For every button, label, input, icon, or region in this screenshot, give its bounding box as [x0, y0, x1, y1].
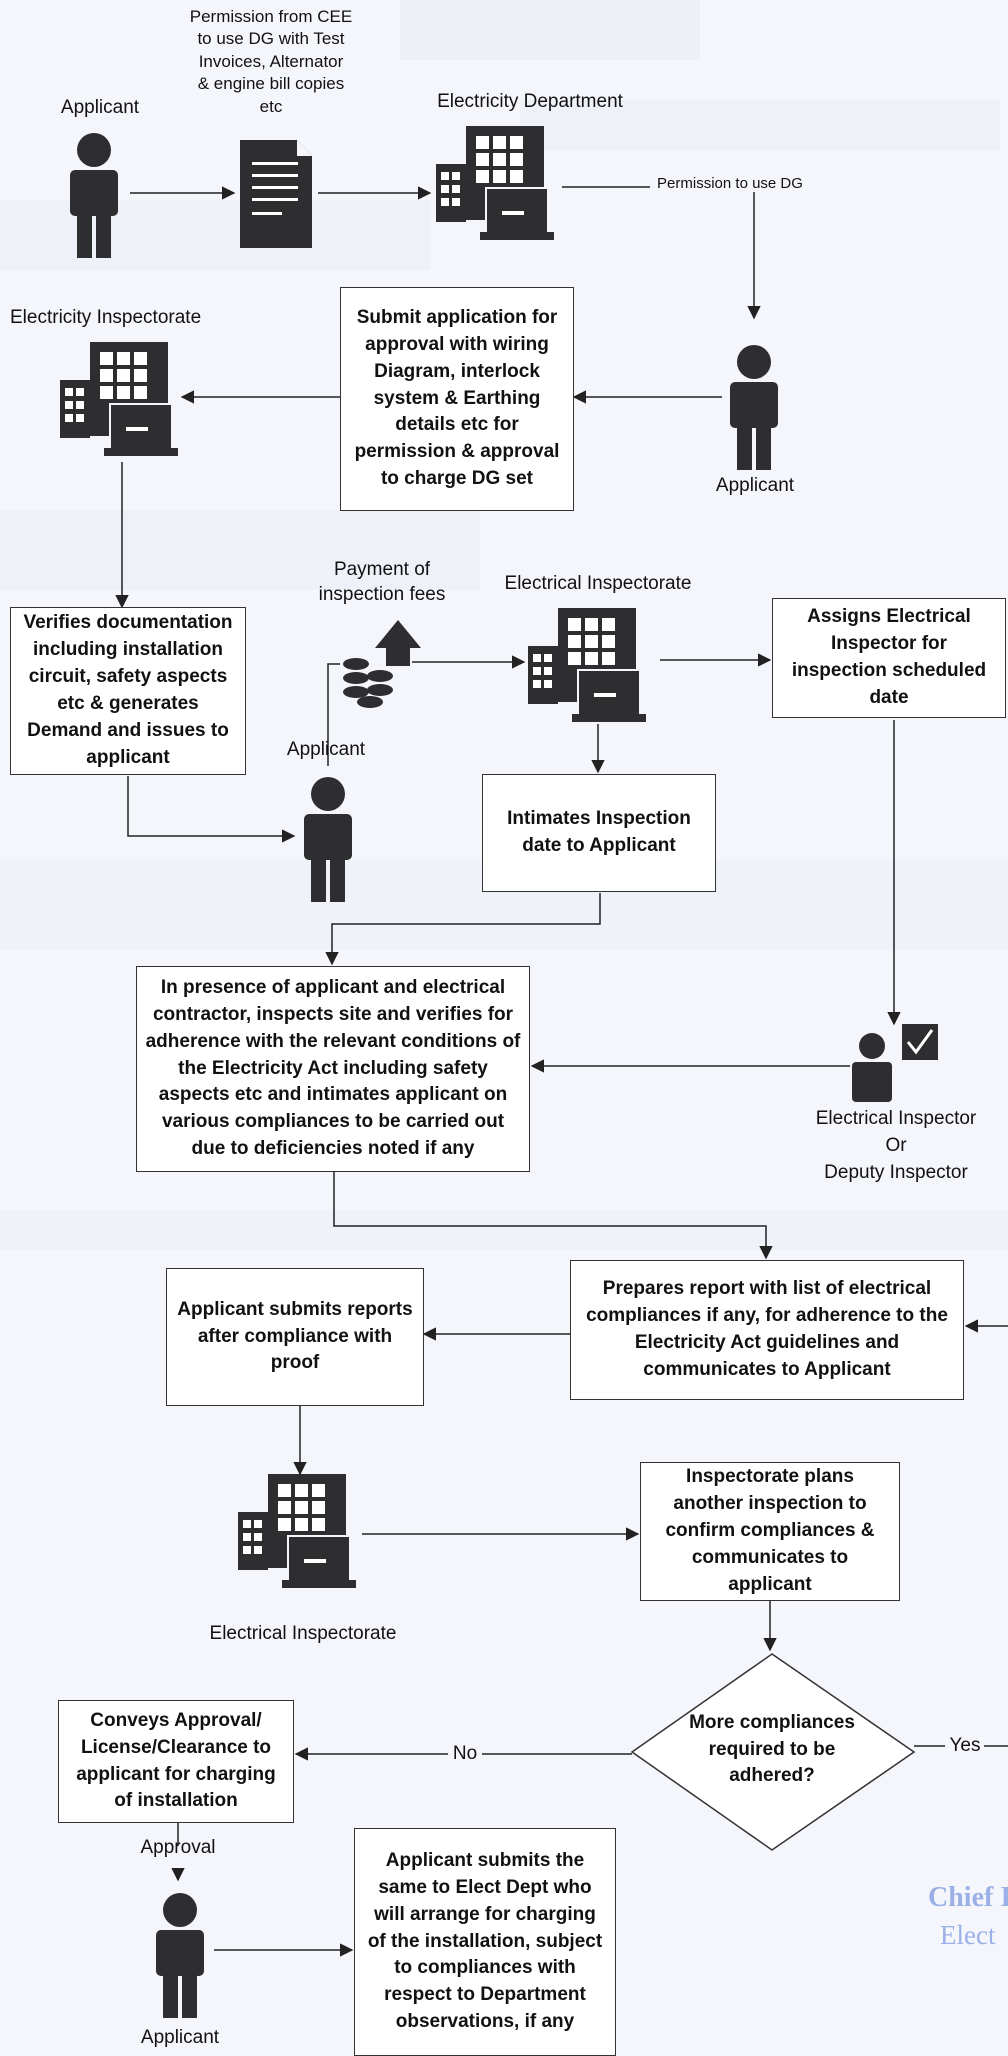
- permission-document-label: Permission from CEE to use DG with Test …: [189, 7, 353, 116]
- applicant-submits-reports-box: Applicant submits reports after complian…: [166, 1268, 424, 1406]
- verifies-documentation-box: Verifies documentation including install…: [10, 607, 246, 775]
- yes-label: Yes: [946, 1734, 984, 1759]
- decision-text: More compliances required to be adhered?: [689, 1712, 855, 1787]
- applicant-person-icon-4: [156, 1893, 204, 2018]
- electricity-department-label: Electricity Department: [437, 91, 623, 112]
- no-label: No: [448, 1742, 482, 1767]
- watermark-line-1: Chief I: [928, 1882, 1008, 1913]
- submits-to-elect-dept-box: Applicant submits the same to Elect Dept…: [354, 1828, 616, 2056]
- coins-payment-icon: [343, 620, 421, 708]
- conveys-approval-box: Conveys Approval/ License/Clearance to a…: [58, 1700, 294, 1823]
- connector-intimates-to-inspects: [325, 893, 601, 966]
- electrical-inspector-label: Electrical Inspector Or Deputy Inspector: [815, 1108, 977, 1183]
- connector-verifies-to-applicant: [127, 776, 296, 843]
- inspects-site-box: In presence of applicant and electrical …: [136, 966, 530, 1172]
- applicant-label-1: Applicant: [60, 97, 140, 118]
- electrical-inspectorate-building-icon-2: [237, 1473, 357, 1589]
- inspector-checklist-icon: [852, 1024, 938, 1102]
- document-icon: [240, 140, 312, 248]
- submit-application-box: Submit application for approval with wir…: [340, 287, 574, 511]
- prepares-report-box: Prepares report with list of electrical …: [570, 1260, 964, 1400]
- applicant-label-3: Applicant: [286, 739, 366, 760]
- connector-permission-to-applicant: [562, 186, 761, 320]
- applicant-person-icon-2: [730, 345, 778, 470]
- electricity-department-building-icon: [435, 125, 555, 241]
- intimates-date-box: Intimates Inspection date to Applicant: [482, 774, 716, 892]
- electrical-inspectorate-label-2: Electrical Inspectorate: [209, 1623, 397, 1644]
- connector-applicant-to-coins: [327, 663, 340, 766]
- assigns-inspector-box: Assigns Electrical Inspector for inspect…: [772, 598, 1006, 718]
- electrical-inspectorate-label-1: Electrical Inspectorate: [504, 573, 692, 594]
- decision-diamond: [630, 1653, 916, 1851]
- watermark-line-2: Elect: [940, 1920, 996, 1950]
- electrical-inspectorate-building-icon-1: [527, 607, 647, 723]
- permission-to-use-dg-label: Permission to use DG: [650, 175, 810, 192]
- payment-of-fees-label: Payment of inspection fees: [318, 559, 446, 605]
- applicant-label-2: Applicant: [715, 475, 795, 496]
- electricity-inspectorate-building-icon: [59, 341, 179, 457]
- applicant-label-4: Applicant: [140, 2027, 220, 2048]
- electricity-inspectorate-label: Electricity Inspectorate: [10, 307, 202, 328]
- approval-label: Approval: [140, 1837, 216, 1858]
- inspectorate-plans-box: Inspectorate plans another inspection to…: [640, 1462, 900, 1601]
- connector-inspects-to-report: [333, 1172, 773, 1260]
